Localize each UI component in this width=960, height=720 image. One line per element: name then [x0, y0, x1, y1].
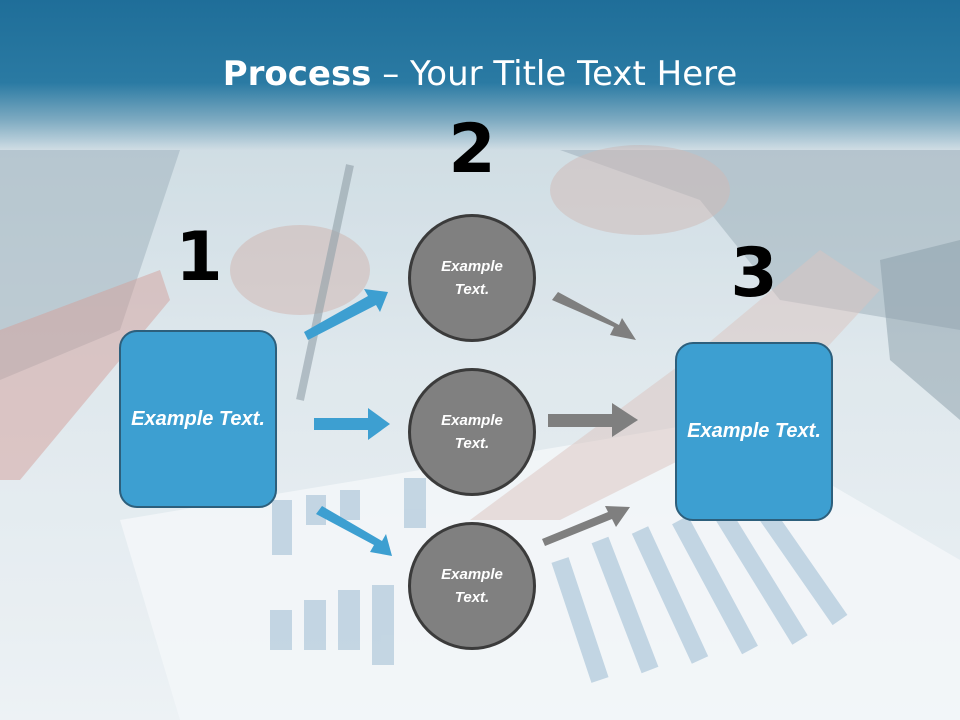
arrow-blue-up — [304, 289, 388, 340]
arrow-gray-right — [548, 403, 638, 437]
circle-top-text: Example Text. — [441, 258, 503, 298]
circle-bottom-text: Example Text. — [441, 566, 503, 606]
step-number-1: 1 — [175, 218, 223, 297]
circle-bottom: Example Text. — [408, 522, 536, 650]
title-rest: – Your Title Text Here — [371, 54, 738, 94]
slide-title: Process – Your Title Text Here — [0, 52, 960, 96]
title-band — [0, 0, 960, 150]
step-number-2: 2 — [448, 110, 496, 189]
arrow-blue-down — [316, 506, 392, 556]
right-box-text: Example Text. — [687, 420, 821, 442]
arrow-gray-down — [552, 292, 636, 340]
title-bold: Process — [222, 54, 372, 94]
circle-middle: Example Text. — [408, 368, 536, 496]
arrow-blue-right — [314, 408, 390, 440]
arrow-gray-up — [542, 506, 630, 546]
circle-top: Example Text. — [408, 214, 536, 342]
circle-middle-text: Example Text. — [441, 412, 503, 452]
left-box: Example Text. — [119, 330, 277, 508]
step-number-3: 3 — [730, 234, 778, 313]
right-box: Example Text. — [675, 342, 833, 521]
left-box-text: Example Text. — [131, 407, 265, 430]
